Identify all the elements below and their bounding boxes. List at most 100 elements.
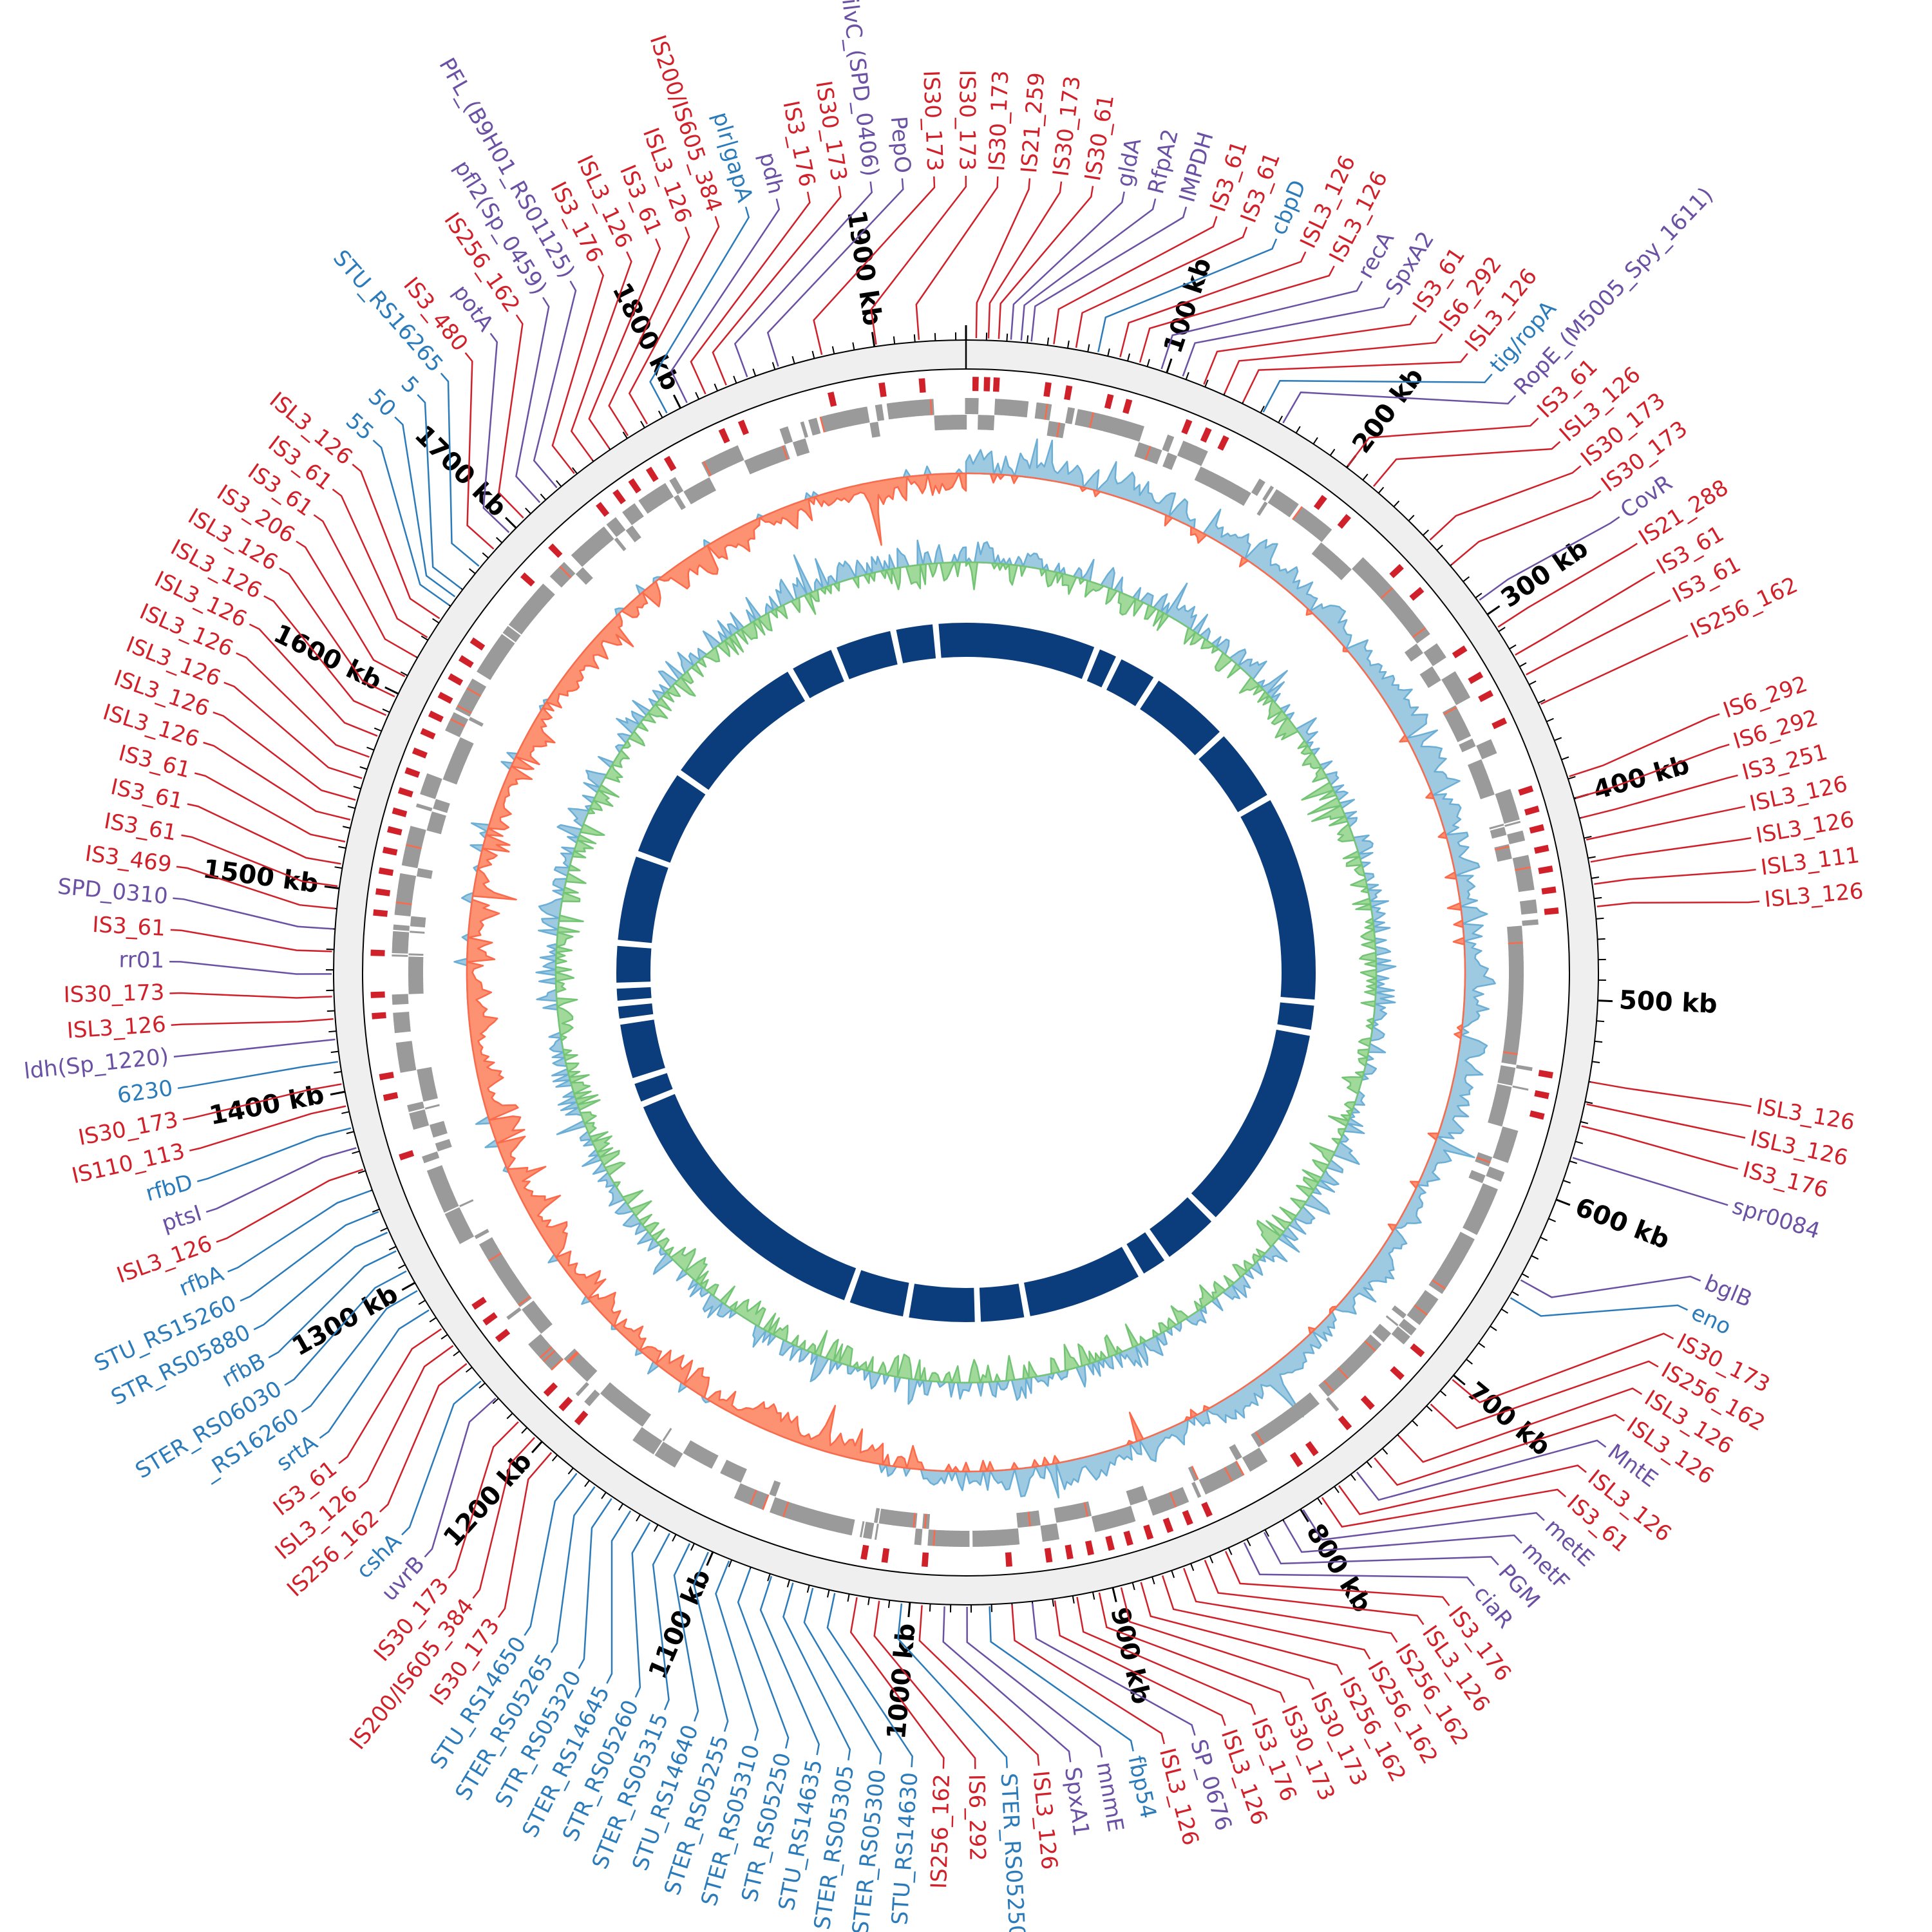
gene-mark [1065,407,1070,424]
gene-mark [1499,1134,1516,1141]
gene-mark [567,1352,580,1364]
gene-mark [432,1130,448,1137]
gene-mark [697,482,706,497]
leader-line [263,595,387,716]
gene-mark [582,544,594,558]
gene-mark [642,1434,653,1448]
gc-content-negative [554,561,1378,1384]
gene-mark [1366,1338,1379,1350]
gene-mark [788,1503,795,1520]
gene-mark [455,746,470,754]
gene-mark [842,411,848,428]
gene-mark [686,489,696,503]
gene-mark [426,1165,443,1173]
gene-mark [637,1410,648,1424]
leader-line [1224,333,1443,394]
feature-label-gene: spr0084 [1729,1193,1823,1244]
gene-mark [1124,1507,1132,1524]
gene-mark [1409,623,1423,635]
gene-mark [1191,1482,1200,1499]
gene-mark [1448,716,1463,726]
leader-line [284,1270,407,1386]
gene-mark [529,1335,543,1347]
gene-mark [1448,683,1463,693]
gene-mark [632,1408,644,1421]
gene-mark [427,1166,444,1175]
gene-mark [652,1439,663,1455]
gene-mark [1253,1432,1264,1446]
gene-mark [434,1183,450,1191]
gene-mark [864,1522,869,1539]
gene-mark [936,1530,939,1546]
gene-mark [1133,1488,1141,1503]
leader-line [401,1380,482,1536]
gene-mark [1252,1432,1262,1446]
gene-mark [1507,1012,1522,1016]
gene-mark [1497,1081,1513,1086]
gene-mark [424,778,441,786]
gene-mark [588,1392,600,1406]
gene-mark [1426,647,1441,658]
gene-mark [1495,1146,1512,1154]
gene-mark [422,786,438,793]
gene-mark [1315,524,1327,538]
backbone-ring [333,340,1598,1605]
minor-tick [418,1300,426,1305]
gene-mark [1340,1364,1352,1376]
gene-mark [664,1448,675,1463]
is-element-mark [387,826,402,836]
gene-mark [1134,424,1142,441]
gene-mark [588,538,601,552]
gene-mark [445,728,460,737]
gene-mark [1399,1322,1414,1334]
leader-line [989,1606,1134,1752]
gene-mark [575,1359,587,1372]
gene-mark [418,1074,433,1080]
gene-mark [535,1316,548,1328]
gene-mark [822,1513,828,1530]
gene-mark [475,1230,489,1240]
gene-mark [1173,1490,1182,1506]
gene-mark [673,1452,683,1468]
gene-mark [453,712,469,721]
gene-mark [947,415,950,430]
gene-mark [433,1180,449,1188]
gene-mark [1491,1106,1506,1113]
gene-mark [1473,773,1488,781]
gene-mark [402,857,419,862]
gene-mark [630,526,641,539]
gene-mark [524,603,538,616]
gene-mark [397,1055,415,1060]
is-element-mark [983,377,990,392]
gene-mark [1253,479,1263,495]
leader-line [1586,806,1746,841]
gene-mark [670,478,681,494]
leader-line [1030,206,1188,342]
gene-mark [1344,1360,1356,1373]
gene-mark [438,1192,454,1201]
gene-mark [1503,1046,1519,1051]
gene-mark [1463,1226,1478,1235]
gene-mark [498,1268,512,1278]
gene-mark [408,832,425,838]
minor-tick [374,727,382,732]
gene-mark [581,1365,593,1378]
gene-mark [1096,1515,1102,1531]
gene-mark [1398,1323,1413,1336]
minor-tick [380,1227,388,1232]
gene-mark [1116,1509,1123,1526]
gene-mark [392,1000,409,1003]
gene-mark [942,1530,945,1547]
leader-line [608,226,690,437]
gene-mark [1443,674,1458,685]
gene-mark [980,1530,983,1547]
gene-mark [1102,1513,1109,1530]
gene-mark [1097,1514,1104,1531]
gene-mark [1488,1117,1504,1124]
gene-mark [1433,1276,1448,1287]
gene-mark [556,567,570,581]
leader-line [915,176,999,340]
gene-mark [1256,1430,1266,1444]
gene-mark [1494,846,1510,851]
gene-mark [574,550,587,564]
